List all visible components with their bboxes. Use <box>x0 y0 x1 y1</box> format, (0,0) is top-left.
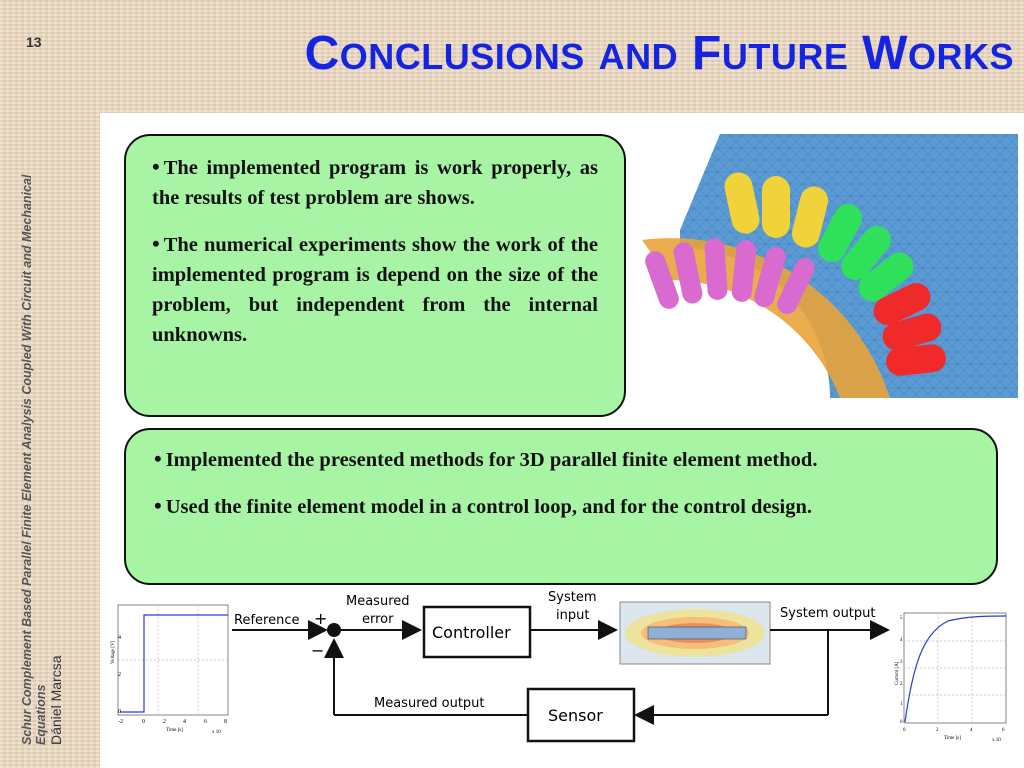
x-tick: -2 <box>118 719 123 725</box>
x-axis-label: Time [s] <box>166 728 183 733</box>
y-axis-label: Voltage [V] <box>111 640 116 664</box>
slide-number: 13 <box>26 34 42 50</box>
sidebar-footer: Schur Complement Based Parallel Finite E… <box>20 125 64 745</box>
control-loop-diagram: Voltage [V] 4 2 0 -2 0 2 4 6 8 Time [s] … <box>111 590 1007 743</box>
presentation-title-line2: Equations <box>34 684 48 745</box>
y-axis-label: Current [A] <box>895 661 900 685</box>
bullet-item: •The implemented program is work properl… <box>152 154 598 209</box>
controller-label: Controller <box>432 623 511 642</box>
sensor-label: Sensor <box>548 706 603 725</box>
conclusions-box-2: •Implemented the presented methods for 3… <box>124 428 998 585</box>
rotor-slots <box>645 238 815 314</box>
bullet-item: •Used the finite element model in a cont… <box>154 493 813 518</box>
bullet-item: •Implemented the presented methods for 3… <box>154 446 818 471</box>
plus-sign: + <box>314 609 327 628</box>
motor-fem-image <box>642 134 1018 398</box>
y-tick: 0 <box>900 720 903 725</box>
step-signal <box>120 614 228 713</box>
bullet-icon: • <box>154 446 162 471</box>
stator-slots <box>724 172 946 376</box>
y-tick: 2 <box>118 672 121 678</box>
output-current-plot: Current [A] 5 4 3 2 1 0 0 2 4 6 Time [s]… <box>895 612 1007 743</box>
system-input-label: System <box>548 590 596 605</box>
y-tick: 2 <box>900 682 903 687</box>
reference-voltage-plot: Voltage [V] 4 2 0 -2 0 2 4 6 8 Time [s] … <box>111 604 229 735</box>
x-tick: 0 <box>142 719 145 725</box>
measured-output-label: Measured output <box>374 696 485 711</box>
x-scale-label: x 10 <box>992 738 1001 743</box>
minus-sign: − <box>311 641 324 660</box>
author-name: Dániel Marcsa <box>48 655 64 745</box>
measured-error-label: Measured <box>346 594 410 609</box>
x-scale-label: x 10 <box>212 730 221 735</box>
x-tick: 6 <box>204 719 207 725</box>
y-tick: 4 <box>118 635 121 641</box>
response-curve <box>904 615 1007 723</box>
y-tick: 3 <box>900 660 903 665</box>
x-tick: 2 <box>936 728 939 733</box>
measured-error-label: error <box>362 612 394 627</box>
x-tick: 6 <box>1002 728 1005 733</box>
x-tick: 4 <box>183 719 186 725</box>
x-tick: 0 <box>903 728 906 733</box>
bullet-icon: • <box>152 154 160 179</box>
conclusions-box-1: •The implemented program is work properl… <box>124 134 626 417</box>
x-tick: 8 <box>224 719 227 725</box>
x-axis-label: Time [s] <box>944 736 961 741</box>
system-input-label: input <box>556 608 589 623</box>
y-tick: 5 <box>900 616 903 621</box>
summing-junction <box>327 623 341 637</box>
bullet-icon: • <box>152 231 160 256</box>
system-fem-image <box>619 601 771 665</box>
page-title: CONCLUSIONS AND FUTURE WORKS <box>304 27 1014 80</box>
system-output-label: System output <box>780 606 876 621</box>
airgap-band <box>642 238 890 398</box>
x-tick: 2 <box>163 719 166 725</box>
y-tick: 0 <box>118 709 121 715</box>
bullet-icon: • <box>154 493 162 518</box>
y-tick: 1 <box>900 702 903 707</box>
reference-label: Reference <box>234 613 299 628</box>
y-tick: 4 <box>900 638 903 643</box>
controller-block <box>422 605 532 659</box>
bullet-item: •The numerical experiments show the work… <box>152 231 598 346</box>
presentation-title-line1: Schur Complement Based Parallel Finite E… <box>20 174 34 745</box>
x-tick: 4 <box>970 728 973 733</box>
